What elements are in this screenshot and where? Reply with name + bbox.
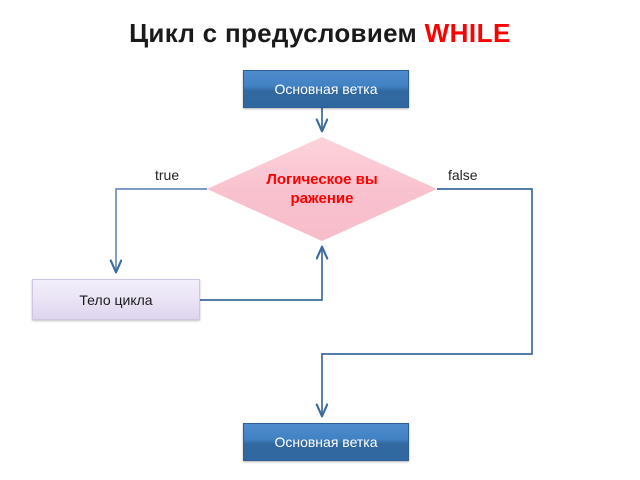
node-loop-body[interactable]: Тело цикла	[32, 279, 200, 320]
page-title: Цикл с предусловием WHILE	[0, 18, 640, 49]
branch-label-true: true	[155, 167, 180, 183]
node-main-branch-top[interactable]: Основная ветка	[243, 70, 409, 108]
connector-body-to-condition	[200, 247, 322, 301]
node-main-branch-bottom[interactable]: Основная ветка	[243, 423, 409, 461]
branch-label-false: false	[448, 167, 478, 183]
node-condition[interactable]: Логическое выражение	[207, 137, 437, 241]
connector-true-to-body	[116, 188, 207, 272]
node-main-branch-top-label: Основная ветка	[274, 81, 378, 97]
page-title-keyword: WHILE	[424, 18, 511, 48]
node-main-branch-bottom-label: Основная ветка	[274, 434, 378, 450]
node-condition-label: Логическое выражение	[266, 170, 378, 207]
page-title-main: Цикл с предусловием	[129, 18, 425, 48]
node-loop-body-label: Тело цикла	[79, 291, 153, 308]
